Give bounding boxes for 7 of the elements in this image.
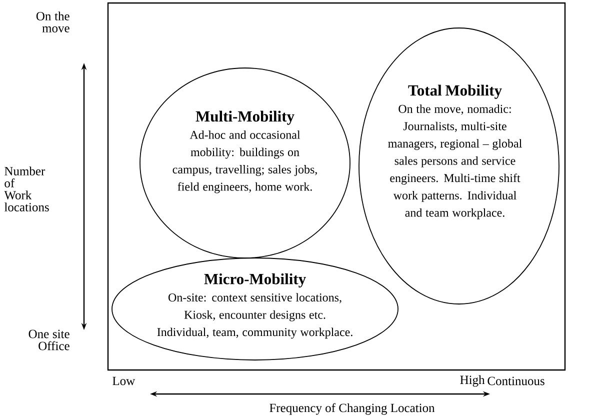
axis-label: Frequency of Changing Location (270, 403, 435, 415)
axis-label: Number of Work locations (4, 166, 49, 212)
axis-label: On the move (36, 12, 70, 32)
axis-label: One site Office (28, 330, 70, 350)
axis-label: Continuous (488, 376, 544, 386)
axis-label: Low (112, 376, 136, 386)
axis-label: High (460, 375, 485, 387)
